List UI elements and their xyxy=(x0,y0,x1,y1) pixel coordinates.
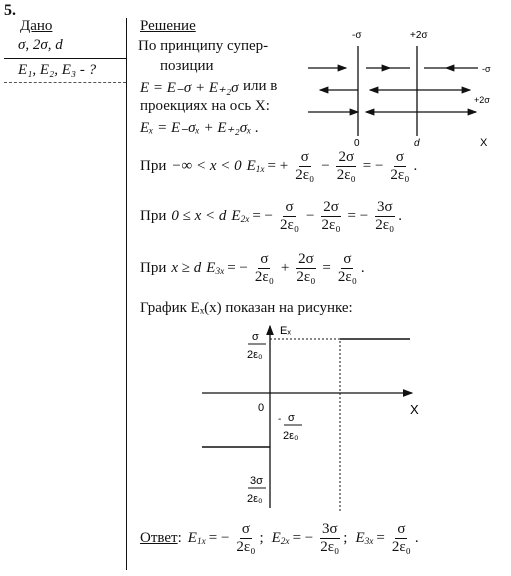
case-e-sub: 2x xyxy=(240,214,250,225)
problem-number: 5. xyxy=(4,2,16,19)
case-prefix: При xyxy=(140,208,167,225)
label-mid-den: 2ε₀ xyxy=(283,430,299,442)
case-end: . xyxy=(360,260,365,277)
answer-e: E xyxy=(355,530,365,547)
given-divider xyxy=(4,58,126,59)
given-values: σ, 2σ, d xyxy=(18,37,63,53)
label-mid-num: σ xyxy=(288,412,295,424)
given-heading: Дано xyxy=(20,18,53,34)
case-sign1: = − xyxy=(252,208,274,225)
case-sign2: − xyxy=(306,208,315,225)
origin-label: 0 xyxy=(354,138,360,149)
x-axis-label: X xyxy=(410,402,419,417)
solution-line1: По принципу супер- xyxy=(138,38,269,54)
answer-e-sub: 3x xyxy=(364,536,374,547)
label-mid-fraction: - σ 2ε₀ xyxy=(278,412,302,442)
case-end: . xyxy=(413,158,418,175)
case-sign3: = xyxy=(322,260,331,277)
vector-equation: E = E₋σ + E₊₂σ xyxy=(140,80,239,96)
case-prefix: При xyxy=(140,158,167,175)
projection-equation: Eₓ = E₋σₓ + E₊₂σₓ . xyxy=(140,120,259,136)
graph-lines xyxy=(202,338,410,513)
case-sign1: = − xyxy=(227,260,248,277)
solution-line4: проекциях на ось X: xyxy=(140,98,270,114)
case-e-sub: 3x xyxy=(215,266,225,277)
field-diagram: -σ +2σ -σ +2σ 0 d X xyxy=(308,30,491,149)
case-sign1: = + xyxy=(267,158,289,175)
answer-e: E xyxy=(271,530,281,547)
plate-right-label: +2σ xyxy=(410,30,428,41)
case-condition: x ≥ d xyxy=(171,260,202,277)
label-bottom-fraction: 3σ 2ε₀ xyxy=(247,475,266,505)
case-prefix: При xyxy=(140,260,167,277)
case-condition: 0 ≤ x < d xyxy=(171,208,227,225)
answer-sep: ; xyxy=(343,530,348,547)
answer-sign: = − xyxy=(292,530,314,547)
answer-sep: ; xyxy=(259,530,264,547)
label-bot-num: 3σ xyxy=(250,475,263,487)
case-sign2: + xyxy=(280,260,290,277)
plate-left-label: -σ xyxy=(352,30,362,41)
case-e: E xyxy=(231,208,241,225)
answer-label: Ответ xyxy=(140,530,178,547)
find-divider xyxy=(4,82,126,83)
case-e-sub: 1x xyxy=(255,164,265,175)
d-label: d xyxy=(414,138,420,149)
label-top-fraction: σ 2ε₀ xyxy=(247,331,266,361)
ex-graph: Eₓ X 0 σ 2ε₀ - σ 2ε₀ 3σ 2ε₀ xyxy=(202,324,419,513)
graph-caption: График Eₓ(x) показан на рисунке: xyxy=(140,300,353,316)
label-top-num: σ xyxy=(252,331,259,343)
case-e: E xyxy=(206,260,216,277)
answer-e-sub: 1x xyxy=(196,536,206,547)
label-bot-den: 2ε₀ xyxy=(247,493,263,505)
label-top-den: 2ε₀ xyxy=(247,349,263,361)
solution-line2: позиции xyxy=(160,58,214,74)
label-mid-minus: - xyxy=(278,414,281,425)
answer-e: E xyxy=(187,530,197,547)
answer-sign: = xyxy=(376,530,385,547)
case-e: E xyxy=(246,158,256,175)
answer-sign: = − xyxy=(208,530,230,547)
field-label-mid: +2σ xyxy=(474,95,490,105)
case-sign3: = − xyxy=(347,208,369,225)
answer-sep: . xyxy=(414,530,419,547)
or-text: или в xyxy=(243,78,278,94)
column-divider xyxy=(126,18,127,570)
answer-e-sub: 2x xyxy=(280,536,290,547)
case-end: . xyxy=(398,208,402,225)
case-sign2: − xyxy=(321,158,330,175)
y-axis-label: Eₓ xyxy=(280,325,291,337)
field-label-top: -σ xyxy=(482,64,491,74)
case-sign3: = − xyxy=(362,158,384,175)
graph-origin-label: 0 xyxy=(258,402,264,414)
solution-heading: Решение xyxy=(140,18,196,34)
case-condition: −∞ < x < 0 xyxy=(171,158,242,175)
x-axis-label: X xyxy=(480,137,488,149)
find-values: E₁, E₂, E₃ - ? xyxy=(18,62,97,78)
